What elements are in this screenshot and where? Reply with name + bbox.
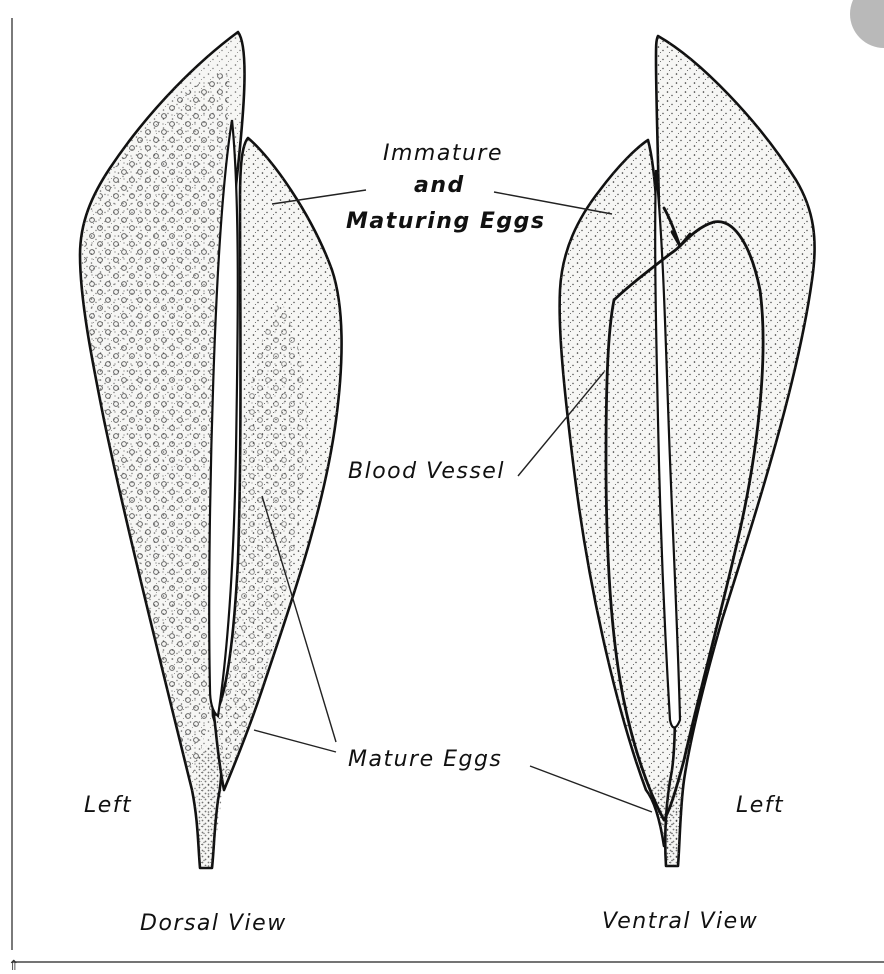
ventral-ovary	[560, 36, 815, 866]
label-maturing-eggs: Maturing Eggs	[346, 209, 546, 234]
label-immature: Immature	[383, 141, 503, 166]
ventral-stalk	[650, 776, 684, 866]
label-left-dorsal: Left	[84, 793, 132, 818]
label-blood-vessel: Blood Vessel	[348, 459, 505, 484]
label-dorsal-view: Dorsal View	[140, 911, 287, 936]
dorsal-stalk	[196, 743, 226, 866]
label-ventral-view: Ventral View	[602, 909, 758, 934]
ventral-right-lobe-stipple	[656, 36, 815, 866]
label-and: and	[414, 173, 465, 198]
corner-mark	[850, 0, 884, 48]
leader-mature-ventral	[530, 766, 652, 812]
label-left-ventral: Left	[736, 793, 784, 818]
corner-arrow-mark: ⇑	[8, 958, 20, 974]
leader-mature-dorsal-lower	[254, 730, 336, 752]
label-mature-eggs: Mature Eggs	[348, 747, 502, 772]
